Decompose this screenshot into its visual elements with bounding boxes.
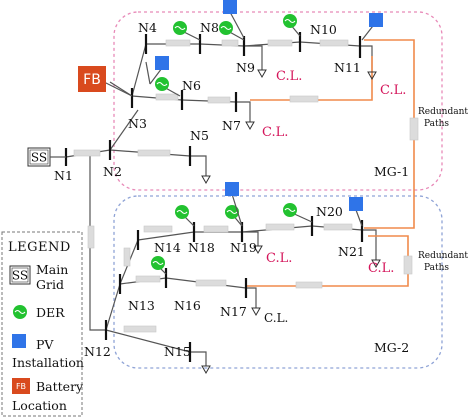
node-label: N1 xyxy=(54,168,73,183)
node-labels: N1 N2 N3 N4 N5 N6 N7 N8 N9 N10 N11 N12 N… xyxy=(54,20,365,359)
critical-load-label: C.L. xyxy=(262,125,288,140)
critical-load-label: C.L. xyxy=(368,261,394,276)
pv-icon xyxy=(225,182,243,227)
legend-main-grid-1: Main xyxy=(36,262,68,277)
substation-ss: SS xyxy=(27,147,66,167)
battery-fb: FB xyxy=(78,66,133,97)
node-label: N18 xyxy=(188,240,215,255)
pv-symbols xyxy=(149,0,383,227)
legend-pv-2: Installation xyxy=(12,355,84,370)
legend-battery-1: Battery xyxy=(36,379,84,394)
redundant-paths-label-2a: Redundant xyxy=(418,251,468,261)
load-label: C.L. xyxy=(264,311,288,325)
line-sections xyxy=(73,39,419,333)
redundant-paths-label-1a: Redundant xyxy=(418,107,468,117)
node-label: N6 xyxy=(182,78,201,93)
legend: LEGEND SS Main Grid DER PV Installation … xyxy=(1,231,84,417)
der-icon xyxy=(175,205,195,227)
mg1-label: MG-1 xyxy=(374,164,409,179)
node-label: N5 xyxy=(190,128,209,143)
mg2-label: MG-2 xyxy=(374,340,409,355)
redundant-paths-label-1b: Paths xyxy=(424,119,449,129)
critical-load-label: C.L. xyxy=(266,251,292,266)
node-label: N12 xyxy=(84,344,111,359)
node-label: N2 xyxy=(103,164,122,179)
mg1-boundary xyxy=(113,11,443,191)
node-label: N19 xyxy=(230,240,257,255)
redundant-paths xyxy=(246,39,415,287)
der-icon xyxy=(225,205,243,227)
mg2-boundary xyxy=(113,195,443,369)
der-symbols xyxy=(151,14,313,275)
bus-bars xyxy=(64,32,364,362)
node-label: N20 xyxy=(316,204,343,219)
node-label: N21 xyxy=(338,244,365,259)
ss-label: SS xyxy=(31,151,47,165)
node-label: N16 xyxy=(174,298,201,313)
critical-loads: C.L. C.L. C.L. C.L. C.L. C.L. xyxy=(262,69,406,325)
node-label: N10 xyxy=(310,22,337,37)
der-icon xyxy=(283,203,313,223)
redundant-paths-label-2b: Paths xyxy=(424,263,449,273)
node-label: N8 xyxy=(200,20,219,35)
legend-pv-1: PV xyxy=(36,337,54,352)
pv-icon xyxy=(361,13,383,41)
pv-icon xyxy=(149,56,169,85)
node-label: N7 xyxy=(222,118,241,133)
legend-ss-symbol: SS xyxy=(12,269,28,283)
pv-icon xyxy=(349,197,363,227)
der-icon xyxy=(283,14,301,37)
legend-main-grid-2: Grid xyxy=(36,277,64,292)
legend-battery-2: Location xyxy=(12,398,67,413)
legend-battery-icon xyxy=(12,378,30,394)
node-label: N15 xyxy=(164,344,191,359)
der-icon xyxy=(155,77,181,97)
fb-label: FB xyxy=(83,72,101,88)
legend-title: LEGEND xyxy=(8,240,71,255)
legend-pv-icon xyxy=(12,334,26,348)
der-icon xyxy=(151,256,167,275)
node-label: N13 xyxy=(128,298,155,313)
pv-icon xyxy=(223,0,245,39)
critical-load-label: C.L. xyxy=(276,69,302,84)
node-label: N11 xyxy=(334,60,361,75)
node-label: N4 xyxy=(138,20,157,35)
legend-fb-symbol: FB xyxy=(16,382,26,391)
node-label: N14 xyxy=(154,240,181,255)
legend-der-label: DER xyxy=(36,305,65,320)
node-label: N9 xyxy=(236,60,255,75)
der-icon xyxy=(219,21,245,41)
der-icon xyxy=(173,21,201,41)
node-label: N3 xyxy=(128,116,147,131)
node-label: N17 xyxy=(220,304,247,319)
load-arrows xyxy=(201,69,381,375)
critical-load-label: C.L. xyxy=(380,83,406,98)
